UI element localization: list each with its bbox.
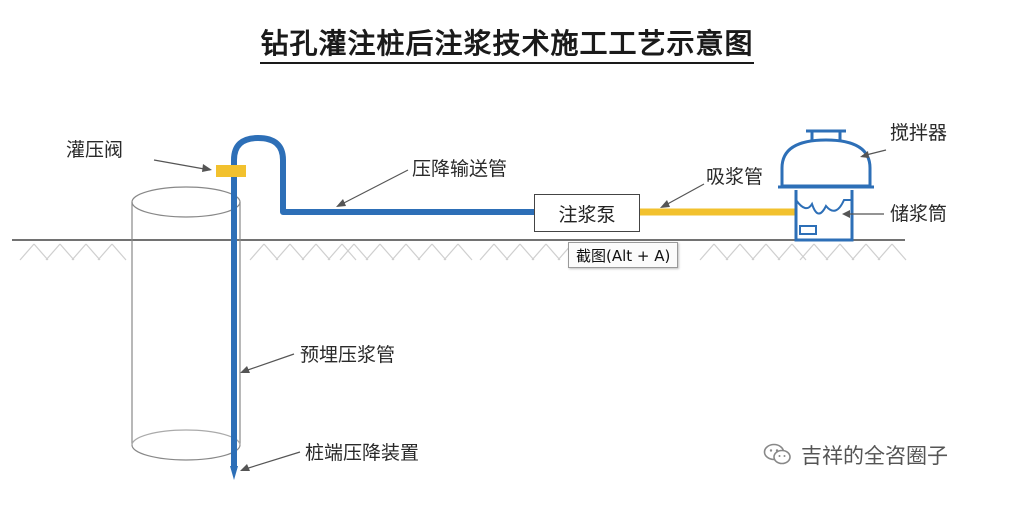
label-pump: 注浆泵 <box>558 203 616 226</box>
hatch-stroke <box>531 243 547 261</box>
hatch-stroke <box>505 243 521 261</box>
hatch-stroke <box>341 243 357 261</box>
hatch-stroke <box>417 243 433 261</box>
hatch-stroke <box>379 243 395 261</box>
label-storage-tank: 储浆筒 <box>890 203 948 225</box>
hatch-stroke <box>19 243 35 261</box>
grout-valve <box>216 165 246 177</box>
wechat-icon <box>763 443 791 465</box>
hatch-stroke <box>327 243 343 261</box>
hatch-stroke <box>33 243 49 261</box>
leader-arrowheads <box>202 151 869 471</box>
hatch-stroke <box>315 243 331 261</box>
watermark: 吉祥的全咨圈子 <box>763 440 948 470</box>
hatch-stroke <box>479 243 495 261</box>
hatch-stroke <box>799 243 815 261</box>
hatch-stroke <box>777 243 793 261</box>
hatch-stroke <box>59 243 75 261</box>
hatch-stroke <box>865 243 881 261</box>
watermark-text: 吉祥的全咨圈子 <box>801 444 948 468</box>
mixer-tank-assembly <box>778 129 874 242</box>
hatch-stroke <box>97 243 113 261</box>
hatch-stroke <box>813 243 829 261</box>
label-valve: 灌压阀 <box>66 139 124 161</box>
hatch-stroke <box>545 243 561 261</box>
hatch-stroke <box>765 243 781 261</box>
label-mixer: 搅拌器 <box>890 122 948 144</box>
hatch-stroke <box>519 243 535 261</box>
hatch-stroke <box>839 243 855 261</box>
hatch-stroke <box>457 243 473 261</box>
hatch-stroke <box>713 243 729 261</box>
hatch-stroke <box>71 243 87 261</box>
label-pile-end-device: 桩端压降装置 <box>305 442 420 464</box>
grout-pump: 注浆泵 <box>534 194 640 232</box>
hatch-stroke <box>825 243 841 261</box>
hatch-stroke <box>791 243 807 261</box>
diagram-title: 钻孔灌注桩后注浆技术施工工艺示意图 <box>0 22 1014 64</box>
screenshot-tooltip: 截图(Alt + A) <box>568 242 679 268</box>
hatch-stroke <box>751 243 767 261</box>
hatch-stroke <box>405 243 421 261</box>
hatch-stroke <box>493 243 509 261</box>
hatch-stroke <box>85 243 101 261</box>
hatch-stroke <box>301 243 317 261</box>
hatch-stroke <box>699 243 715 261</box>
borehole-cylinder <box>131 186 241 461</box>
hatch-stroke <box>443 243 459 261</box>
ground-hatching <box>19 243 907 261</box>
delivery-pipe <box>231 135 534 470</box>
hatch-stroke <box>249 243 265 261</box>
hatch-stroke <box>353 243 369 261</box>
label-embedded-pipe: 预埋压浆管 <box>300 344 396 366</box>
hatch-stroke <box>45 243 61 261</box>
hatch-stroke <box>111 243 127 261</box>
hatch-stroke <box>877 243 893 261</box>
hatch-stroke <box>275 243 291 261</box>
hatch-stroke <box>739 243 755 261</box>
label-suction-pipe: 吸浆管 <box>706 166 764 188</box>
hatch-stroke <box>391 243 407 261</box>
hatch-stroke <box>365 243 381 261</box>
label-delivery-pipe: 压降输送管 <box>412 158 508 180</box>
hatch-stroke <box>339 243 355 261</box>
leader-lines <box>153 149 887 471</box>
hatch-stroke <box>851 243 867 261</box>
hatch-stroke <box>725 243 741 261</box>
hatch-stroke <box>891 243 907 261</box>
hatch-stroke <box>431 243 447 261</box>
hatch-stroke <box>289 243 305 261</box>
hatch-stroke <box>263 243 279 261</box>
pile-end-tip <box>230 466 238 480</box>
